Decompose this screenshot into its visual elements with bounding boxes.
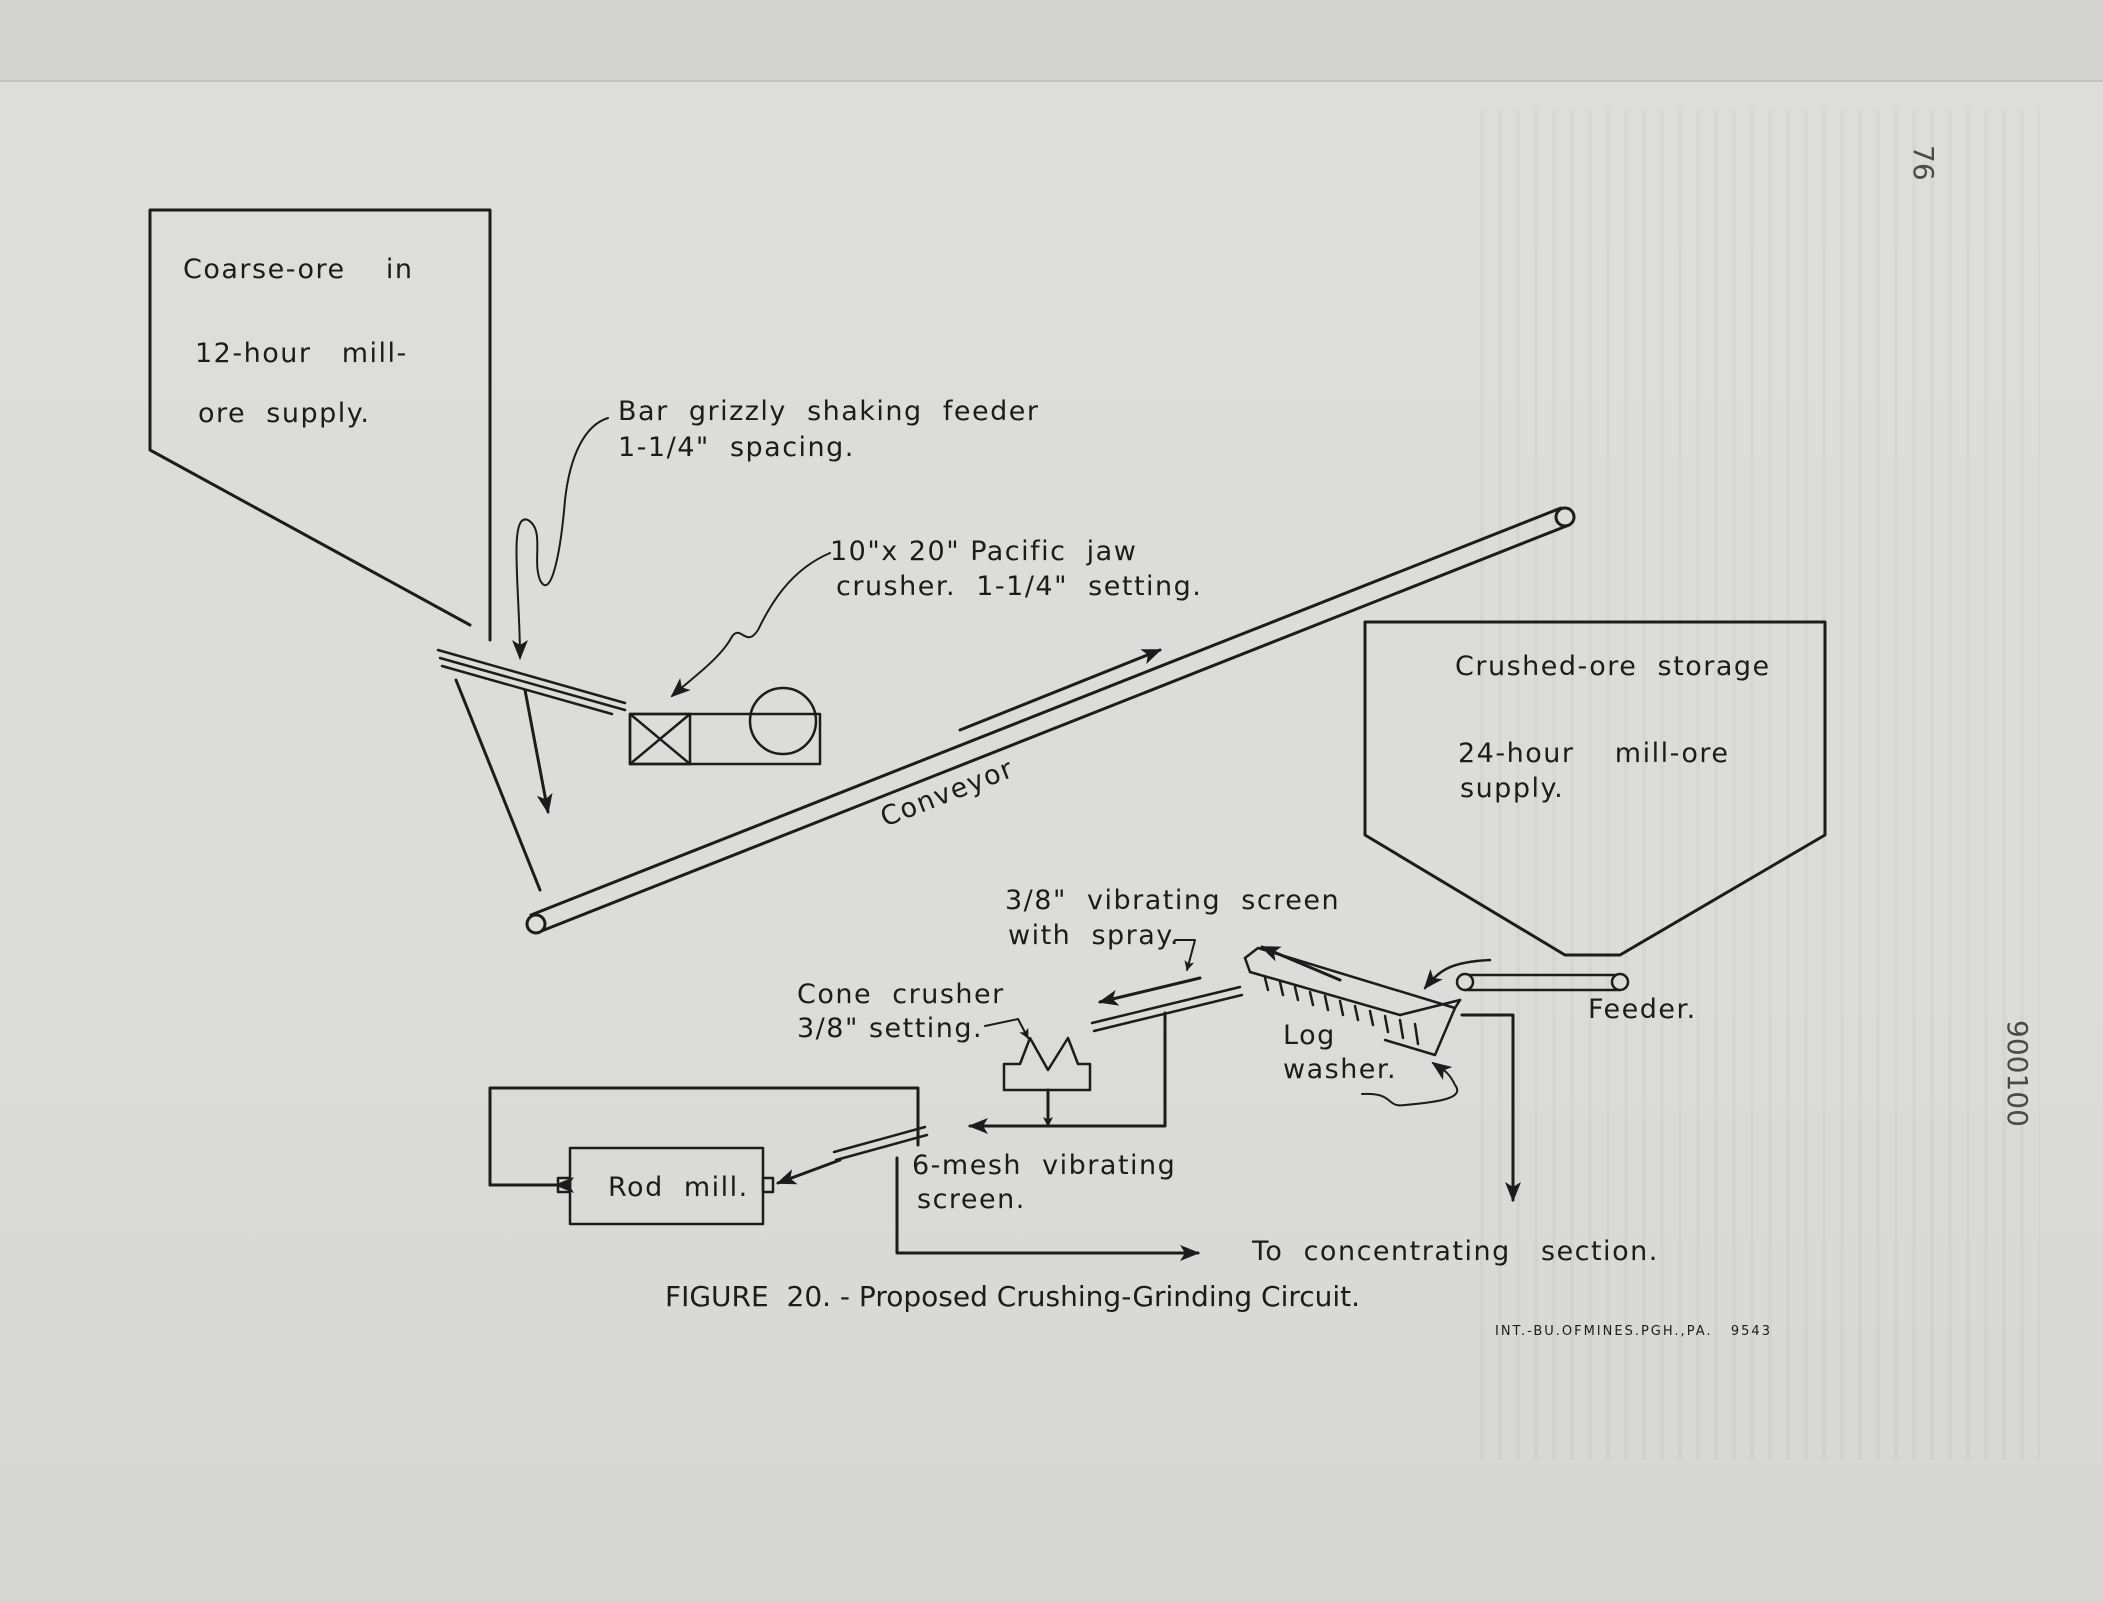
label-6mesh-1: 6-mesh vibrating	[912, 1150, 1176, 1181]
bin-chute-line	[454, 678, 542, 892]
log-washer-feed-arrow	[1260, 945, 1342, 982]
label-grizzly-1: Bar grizzly shaking feeder	[618, 396, 1039, 427]
bar-grizzly-feeder	[436, 648, 627, 716]
bin-flow-arrow	[523, 688, 553, 814]
cone-crusher	[1002, 1036, 1092, 1092]
conveyor-direction-arrow	[958, 648, 1162, 732]
bleed-through-texture	[1480, 110, 2040, 1460]
log-washer-discharge-line	[1460, 1013, 1521, 1202]
to-rod-mill-arrow	[776, 1158, 842, 1185]
side-stamp: 900100	[2001, 1020, 2034, 1127]
grizzly-leader	[511, 417, 609, 660]
label-log-2: washer.	[1283, 1054, 1397, 1085]
label-coarse-ore-2: 12-hour mill-	[195, 338, 408, 369]
page-number: 76	[1907, 145, 1940, 181]
conveyor-belt	[525, 506, 1576, 935]
feeder-return-arrow	[1423, 958, 1492, 990]
feeder	[1455, 972, 1630, 992]
rod-mill-recycle-line	[488, 1086, 920, 1187]
label-grizzly-2: 1-1/4" spacing.	[618, 432, 855, 463]
label-cone-1: Cone crusher	[797, 979, 1005, 1010]
crushed-ore-bin	[1363, 620, 1827, 957]
vibrating-screen-6-mesh	[832, 1125, 929, 1162]
label-jaw-2: crusher. 1-1/4" setting.	[836, 571, 1202, 602]
label-crushed-1: Crushed-ore storage	[1455, 651, 1771, 682]
label-coarse-ore-1: Coarse-ore in	[183, 254, 414, 285]
label-crushed-2: 24-hour mill-ore	[1458, 738, 1729, 769]
label-rod-mill: Rod mill.	[608, 1172, 749, 1203]
label-log-1: Log	[1283, 1020, 1336, 1051]
label-cone-2: 3/8" setting.	[797, 1013, 983, 1044]
label-vib38-2: with spray.	[1008, 920, 1180, 951]
print-credit: INT.-BU.OFMINES.PGH.,PA. 9543	[1495, 1324, 1772, 1339]
log-washer	[1243, 946, 1462, 1057]
label-coarse-ore-3: ore supply.	[198, 398, 370, 429]
jaw-crusher-leader	[670, 552, 831, 698]
mesh6-undersize-line	[895, 1156, 1200, 1261]
label-vib38-1: 3/8" vibrating screen	[1005, 885, 1340, 916]
figure-caption: FIGURE 20. - Proposed Crushing-Grinding …	[665, 1280, 1360, 1313]
vib-screen-leader	[1174, 939, 1196, 971]
log-washer-leader	[1361, 1061, 1459, 1107]
coarse-ore-bin	[148, 208, 492, 642]
label-to-concentrating: To concentrating section.	[1251, 1236, 1659, 1267]
page-top-band	[0, 0, 2103, 82]
label-jaw-1: 10"x 20" Pacific jaw	[830, 536, 1137, 567]
cone-crusher-leader	[984, 1018, 1029, 1039]
label-feeder: Feeder.	[1588, 994, 1697, 1025]
label-6mesh-2: screen.	[917, 1184, 1026, 1215]
vibrating-screen-3-8	[1090, 985, 1244, 1033]
label-conveyor: Conveyor	[876, 753, 1018, 833]
screen-undersize-line	[1048, 1011, 1167, 1128]
screen-oversize-arrow	[1098, 976, 1202, 1006]
label-crushed-3: supply.	[1460, 773, 1564, 804]
diagram-labels: Coarse-ore in 12-hour mill- ore supply. …	[183, 254, 1771, 1267]
jaw-crusher	[628, 686, 822, 766]
